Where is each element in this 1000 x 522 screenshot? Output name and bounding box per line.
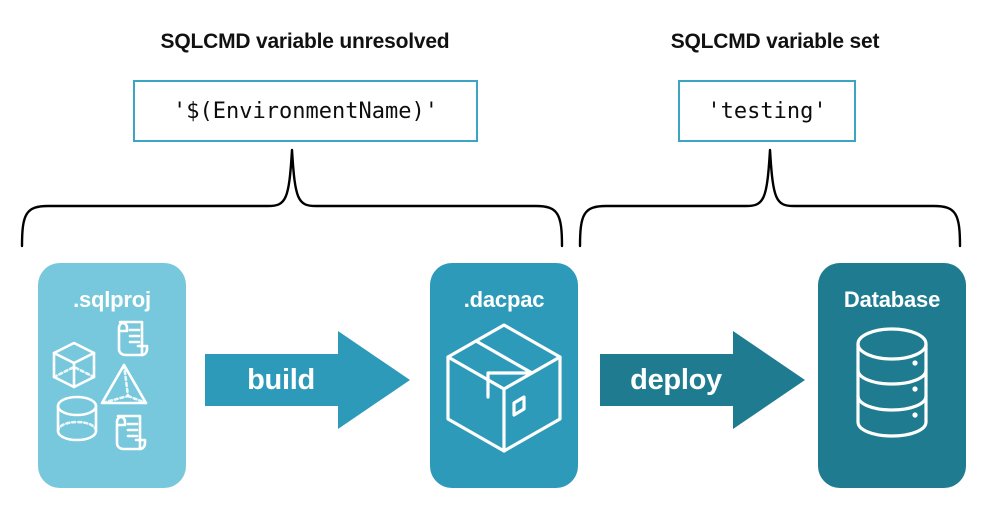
sqlproj-artwork — [52, 320, 149, 451]
cube-icon — [52, 341, 96, 389]
scroll-icon — [117, 320, 149, 357]
annotation-heading-set: SQLCMD variable set — [670, 30, 880, 53]
cylinder-icon — [56, 395, 98, 442]
stage-database-label: Database — [843, 287, 941, 312]
annotation-heading-unresolved: SQLCMD variable unresolved — [160, 30, 450, 53]
arrow-build-shape — [205, 331, 410, 429]
pyramid-icon — [100, 363, 148, 405]
database-artwork — [856, 327, 928, 438]
stage-sqlproj-label: .sqlproj — [73, 287, 151, 312]
stage-dacpac: .dacpac — [430, 263, 578, 488]
database-cylinder-icon — [856, 327, 928, 438]
arrow-deploy: deploy — [600, 331, 805, 429]
variable-value-box-set: 'testing' — [678, 80, 856, 142]
variable-value-box-unresolved: '$(EnvironmentName)' — [133, 80, 478, 142]
arrow-deploy-shape — [600, 331, 805, 429]
package-box-icon — [446, 323, 562, 453]
dacpac-artwork — [446, 323, 562, 453]
stage-database: Database — [818, 263, 966, 488]
stage-sqlproj: .sqlproj — [38, 263, 186, 488]
brace-unresolved — [20, 148, 564, 248]
arrow-build: build — [205, 331, 410, 429]
scroll-icon — [115, 414, 147, 451]
brace-set — [578, 148, 962, 248]
stage-dacpac-label: .dacpac — [463, 287, 545, 312]
